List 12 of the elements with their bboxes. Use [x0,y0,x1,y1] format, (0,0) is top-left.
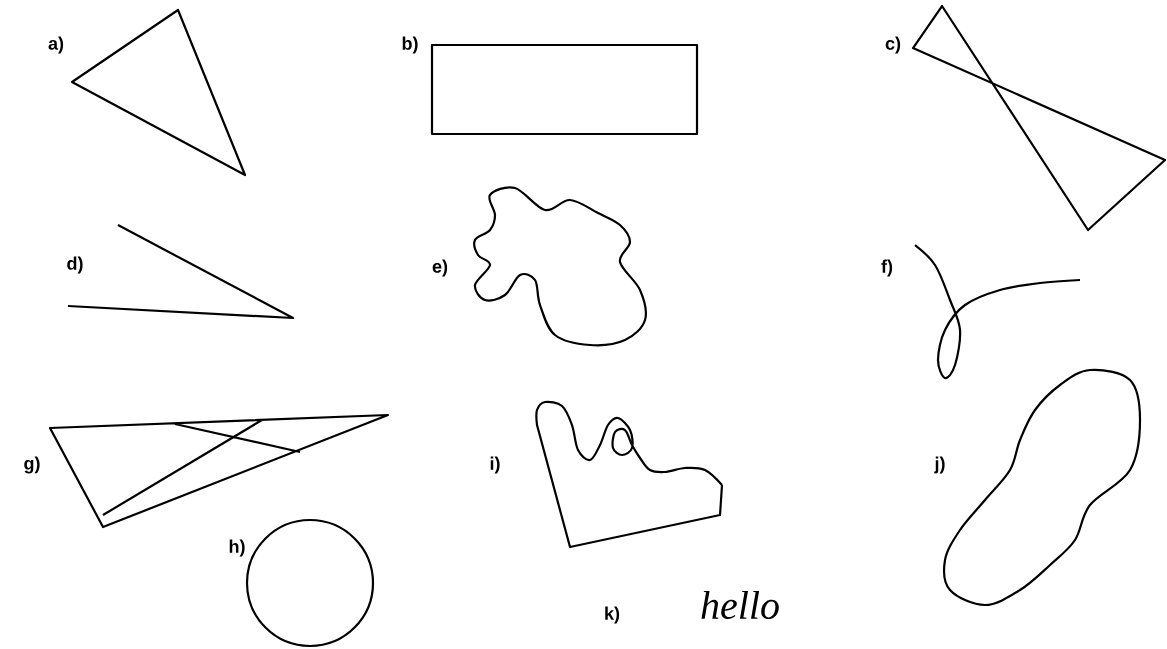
shape-label: a) [48,36,64,54]
shape-label: d) [67,256,83,274]
shape-label: i) [490,456,500,474]
shape-label: g) [24,456,40,474]
shape-label: c) [885,36,901,54]
handwritten-word: hello [701,590,779,620]
shape-label: k) [605,606,620,624]
shape-label: f) [881,259,893,277]
shape-label: b) [402,36,418,54]
shape-label: e) [432,259,448,277]
shape-label: j) [934,456,945,474]
shape-label: h) [229,539,245,557]
